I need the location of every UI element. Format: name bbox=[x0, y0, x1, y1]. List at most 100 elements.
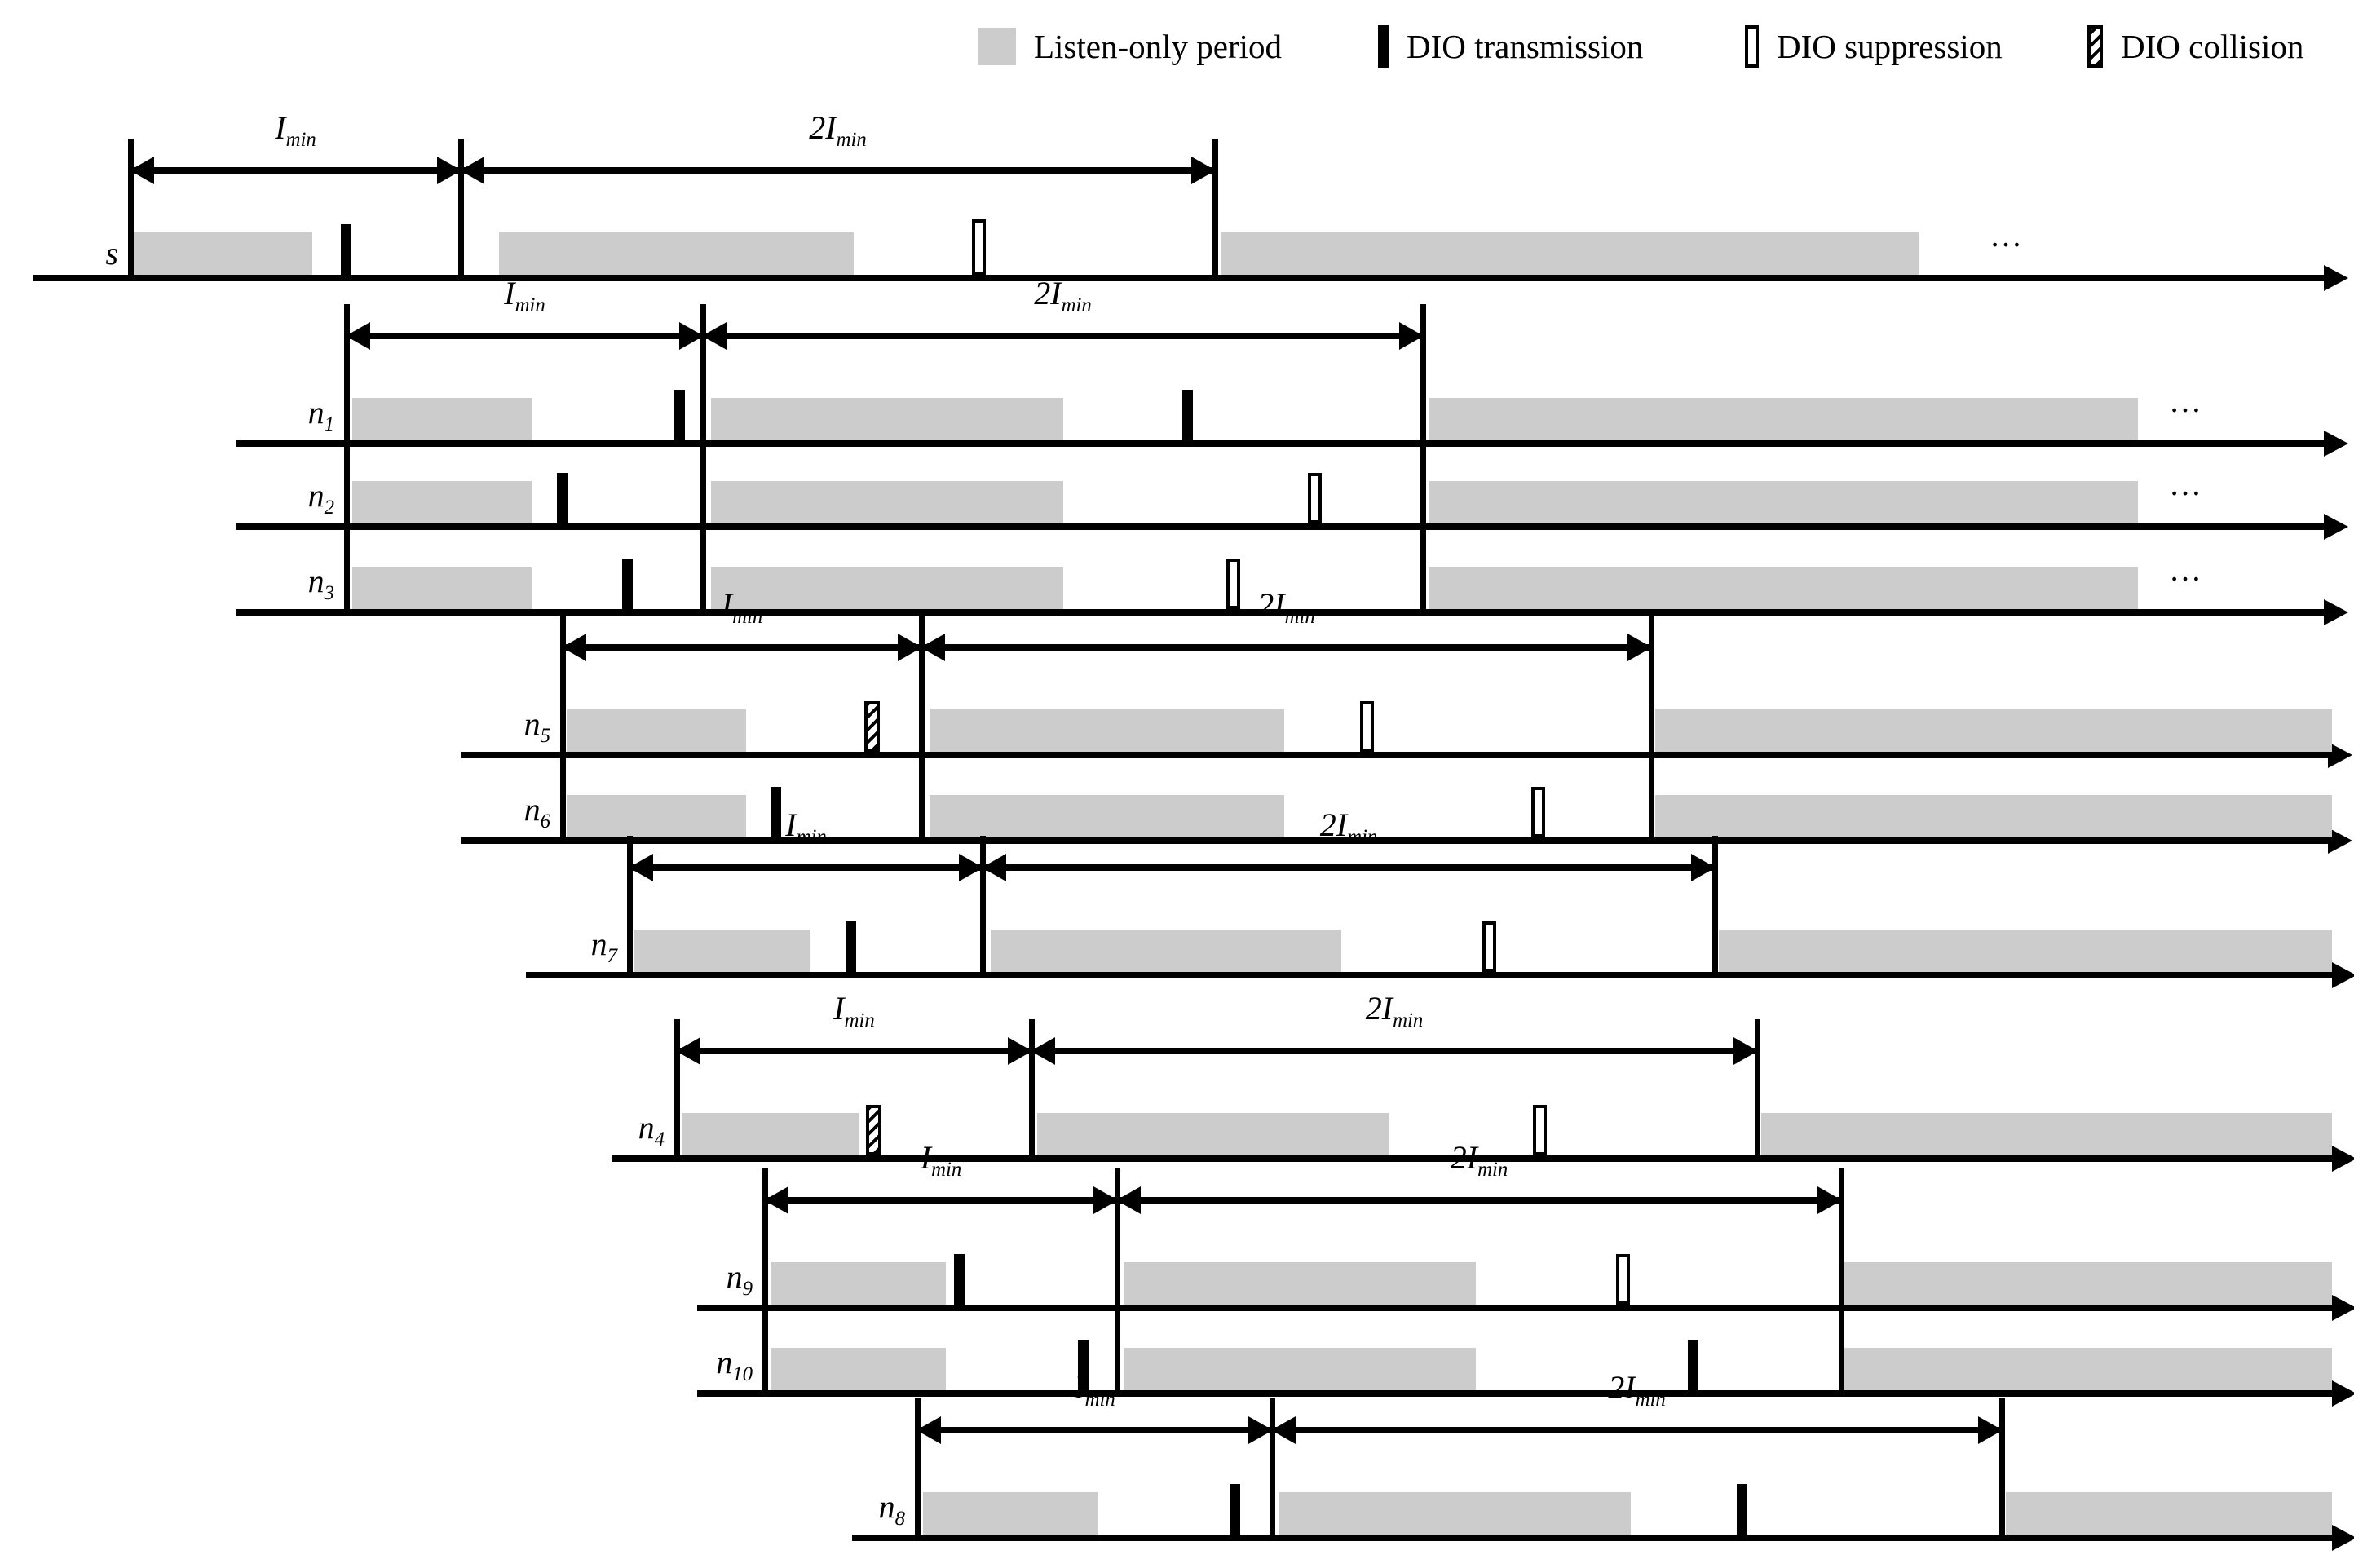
row-label-subscript: 9 bbox=[742, 1278, 753, 1301]
row-label-text: n bbox=[523, 705, 541, 743]
time-axis bbox=[852, 1535, 2332, 1541]
row-label-subscript: 5 bbox=[540, 725, 550, 748]
2imin-measure-arrow bbox=[460, 157, 1216, 184]
2imin-boundary-tick bbox=[1212, 139, 1218, 281]
listen-only-block bbox=[930, 795, 1284, 837]
dio-suppression-bar bbox=[1616, 1254, 1630, 1305]
axis-arrow-icon bbox=[2332, 1295, 2354, 1321]
row-label-n3: n3 bbox=[204, 565, 334, 604]
time-axis bbox=[33, 275, 2324, 281]
2imin-boundary-tick bbox=[1839, 1168, 1844, 1311]
row-label-subscript: 4 bbox=[654, 1129, 665, 1151]
2imin-measure-arrow bbox=[921, 634, 1652, 661]
listen-only-block bbox=[930, 709, 1284, 752]
listen-only-block bbox=[352, 567, 532, 609]
hollow-bar-icon bbox=[1745, 25, 1759, 68]
imin-boundary-tick bbox=[1115, 1284, 1120, 1397]
row-label-text: n bbox=[716, 1344, 733, 1381]
listen-only-block bbox=[1429, 567, 2138, 609]
listen-only-block bbox=[711, 398, 1063, 440]
listen-only-block bbox=[1279, 1492, 1631, 1535]
gray-block-icon bbox=[978, 28, 1016, 65]
row-label-s: s bbox=[0, 237, 118, 270]
interval-start-tick bbox=[128, 139, 134, 281]
imin-measure-label: Imin bbox=[920, 1139, 962, 1182]
2imin-boundary-tick bbox=[1712, 836, 1718, 978]
dio-transmission-bar bbox=[846, 921, 856, 972]
2imin-measure-label: 2Imin bbox=[1319, 806, 1378, 849]
imin-boundary-tick bbox=[919, 731, 925, 844]
2imin-boundary-tick bbox=[1420, 304, 1426, 447]
axis-arrow-icon bbox=[2324, 514, 2348, 540]
time-axis bbox=[612, 1155, 2332, 1162]
listen-only-block bbox=[1844, 1262, 2332, 1305]
interval-start-tick bbox=[560, 731, 566, 844]
row-label-text: n bbox=[523, 791, 541, 828]
row-label-text: n bbox=[307, 477, 325, 515]
time-axis bbox=[697, 1305, 2332, 1311]
axis-arrow-icon bbox=[2332, 1380, 2354, 1407]
imin-measure-label: Imin bbox=[1074, 1369, 1115, 1411]
row-label-n8: n8 bbox=[775, 1491, 905, 1530]
imin-boundary-tick bbox=[1115, 1168, 1120, 1311]
dio-transmission-bar bbox=[674, 390, 685, 440]
listen-only-block bbox=[682, 1113, 859, 1155]
legend-label: DIO transmission bbox=[1407, 27, 1644, 65]
listen-only-block bbox=[711, 481, 1063, 523]
legend-label: DIO collision bbox=[2121, 27, 2304, 65]
row-label-subscript: 8 bbox=[894, 1508, 905, 1530]
row-label-subscript: 6 bbox=[540, 811, 550, 833]
axis-arrow-icon bbox=[2332, 962, 2354, 988]
continuation-ellipsis: … bbox=[2169, 466, 2203, 502]
imin-boundary-tick bbox=[458, 139, 464, 281]
listen-only-block bbox=[991, 930, 1341, 972]
2imin-boundary-tick bbox=[1755, 1019, 1760, 1162]
listen-only-block bbox=[133, 232, 312, 275]
listen-only-block bbox=[499, 232, 854, 275]
2imin-boundary-tick bbox=[1839, 1284, 1844, 1397]
interval-start-tick bbox=[344, 503, 350, 616]
imin-boundary-tick bbox=[980, 836, 986, 978]
listen-only-block bbox=[1844, 1348, 2332, 1390]
row-label-subscript: 7 bbox=[607, 945, 617, 968]
imin-measure-label: Imin bbox=[504, 275, 545, 317]
2imin-measure-arrow bbox=[982, 854, 1716, 881]
dio-collision-bar bbox=[866, 1105, 881, 1155]
listen-only-block bbox=[1124, 1348, 1476, 1390]
black-bar-icon bbox=[1378, 25, 1389, 68]
listen-only-block bbox=[352, 398, 532, 440]
interval-start-tick bbox=[674, 1019, 680, 1162]
interval-start-tick bbox=[762, 1168, 768, 1311]
axis-arrow-icon bbox=[2328, 742, 2352, 768]
row-label-n9: n9 bbox=[622, 1261, 753, 1300]
time-axis bbox=[697, 1390, 2332, 1397]
axis-arrow-icon bbox=[2332, 1146, 2354, 1172]
dio-transmission-bar bbox=[954, 1254, 965, 1305]
dio-transmission-bar bbox=[1737, 1484, 1747, 1535]
2imin-measure-arrow bbox=[1116, 1186, 1842, 1214]
row-label-n10: n10 bbox=[622, 1346, 753, 1385]
dio-transmission-bar bbox=[1688, 1340, 1698, 1390]
row-label-n2: n2 bbox=[204, 479, 334, 519]
imin-measure-arrow bbox=[629, 854, 983, 881]
listen-only-block bbox=[771, 1262, 946, 1305]
legend-item-hollow-bar: DIO suppression bbox=[1745, 23, 2003, 70]
2imin-measure-label: 2Imin bbox=[809, 109, 867, 152]
2imin-boundary-tick bbox=[1649, 731, 1654, 844]
interval-start-tick bbox=[915, 1398, 921, 1541]
dio-suppression-bar bbox=[1482, 921, 1496, 972]
2imin-boundary-tick bbox=[1420, 503, 1426, 616]
interval-start-tick bbox=[627, 836, 633, 978]
row-label-text: n bbox=[726, 1258, 743, 1296]
time-axis bbox=[461, 752, 2328, 758]
row-label-n7: n7 bbox=[487, 928, 617, 967]
imin-measure-arrow bbox=[764, 1186, 1118, 1214]
dio-suppression-bar bbox=[1360, 701, 1374, 752]
time-axis bbox=[236, 609, 2324, 616]
2imin-boundary-tick bbox=[1420, 417, 1426, 530]
continuation-ellipsis: … bbox=[2169, 382, 2203, 419]
row-label-n1: n1 bbox=[204, 396, 334, 435]
listen-only-block bbox=[634, 930, 810, 972]
legend-item-gray-block: Listen-only period bbox=[978, 23, 1282, 70]
